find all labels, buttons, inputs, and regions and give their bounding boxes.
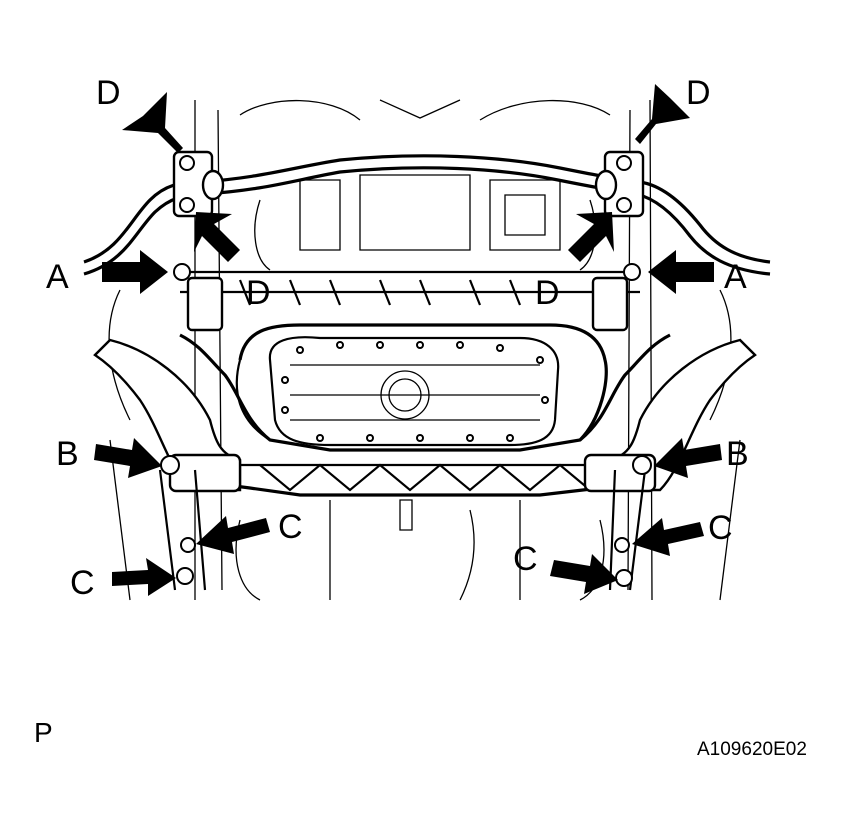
label-a-left: A bbox=[46, 258, 69, 296]
oil-pan bbox=[268, 336, 560, 447]
label-d-top-left: D bbox=[96, 74, 121, 112]
arrow-d-top-left bbox=[122, 92, 183, 153]
callout-labels: D D D D A A B B C C C C bbox=[46, 74, 749, 602]
label-d-top-right: D bbox=[686, 74, 711, 112]
view-letter: P bbox=[34, 717, 53, 748]
stabilizer-bracket-right bbox=[594, 150, 645, 218]
stabilizer-bar bbox=[83, 154, 771, 276]
callout-arrows bbox=[94, 84, 722, 596]
arrow-b-left bbox=[94, 438, 162, 478]
label-c-left-mid: C bbox=[278, 508, 303, 546]
label-c-right-bottom: C bbox=[513, 540, 538, 578]
front-crossmember bbox=[173, 263, 641, 332]
label-c-right-mid: C bbox=[708, 509, 733, 547]
label-d-mid-right: D bbox=[535, 274, 560, 312]
lower-arm-right bbox=[583, 338, 757, 591]
arrow-d-left-lower bbox=[194, 212, 240, 262]
arrow-c-left-mid bbox=[196, 516, 270, 554]
label-b-right: B bbox=[726, 435, 749, 473]
arrow-d-top-right bbox=[635, 84, 690, 144]
stabilizer-bracket-left bbox=[172, 150, 225, 218]
figure-code: A109620E02 bbox=[697, 739, 807, 760]
label-b-left: B bbox=[56, 435, 79, 473]
label-a-right: A bbox=[724, 258, 747, 296]
arrow-c-right-mid bbox=[632, 518, 704, 556]
arrow-b-right bbox=[654, 438, 722, 478]
arrow-a-left bbox=[102, 250, 168, 294]
lower-arm-left bbox=[93, 338, 242, 591]
label-c-left-bottom: C bbox=[70, 564, 95, 602]
arrow-a-right bbox=[648, 250, 714, 294]
arrow-c-left-bottom bbox=[112, 558, 176, 596]
engine-background-lines bbox=[108, 99, 741, 601]
label-d-mid-left: D bbox=[246, 274, 271, 312]
arrow-c-right-bottom bbox=[550, 554, 618, 594]
arrow-d-right-lower bbox=[568, 212, 614, 262]
